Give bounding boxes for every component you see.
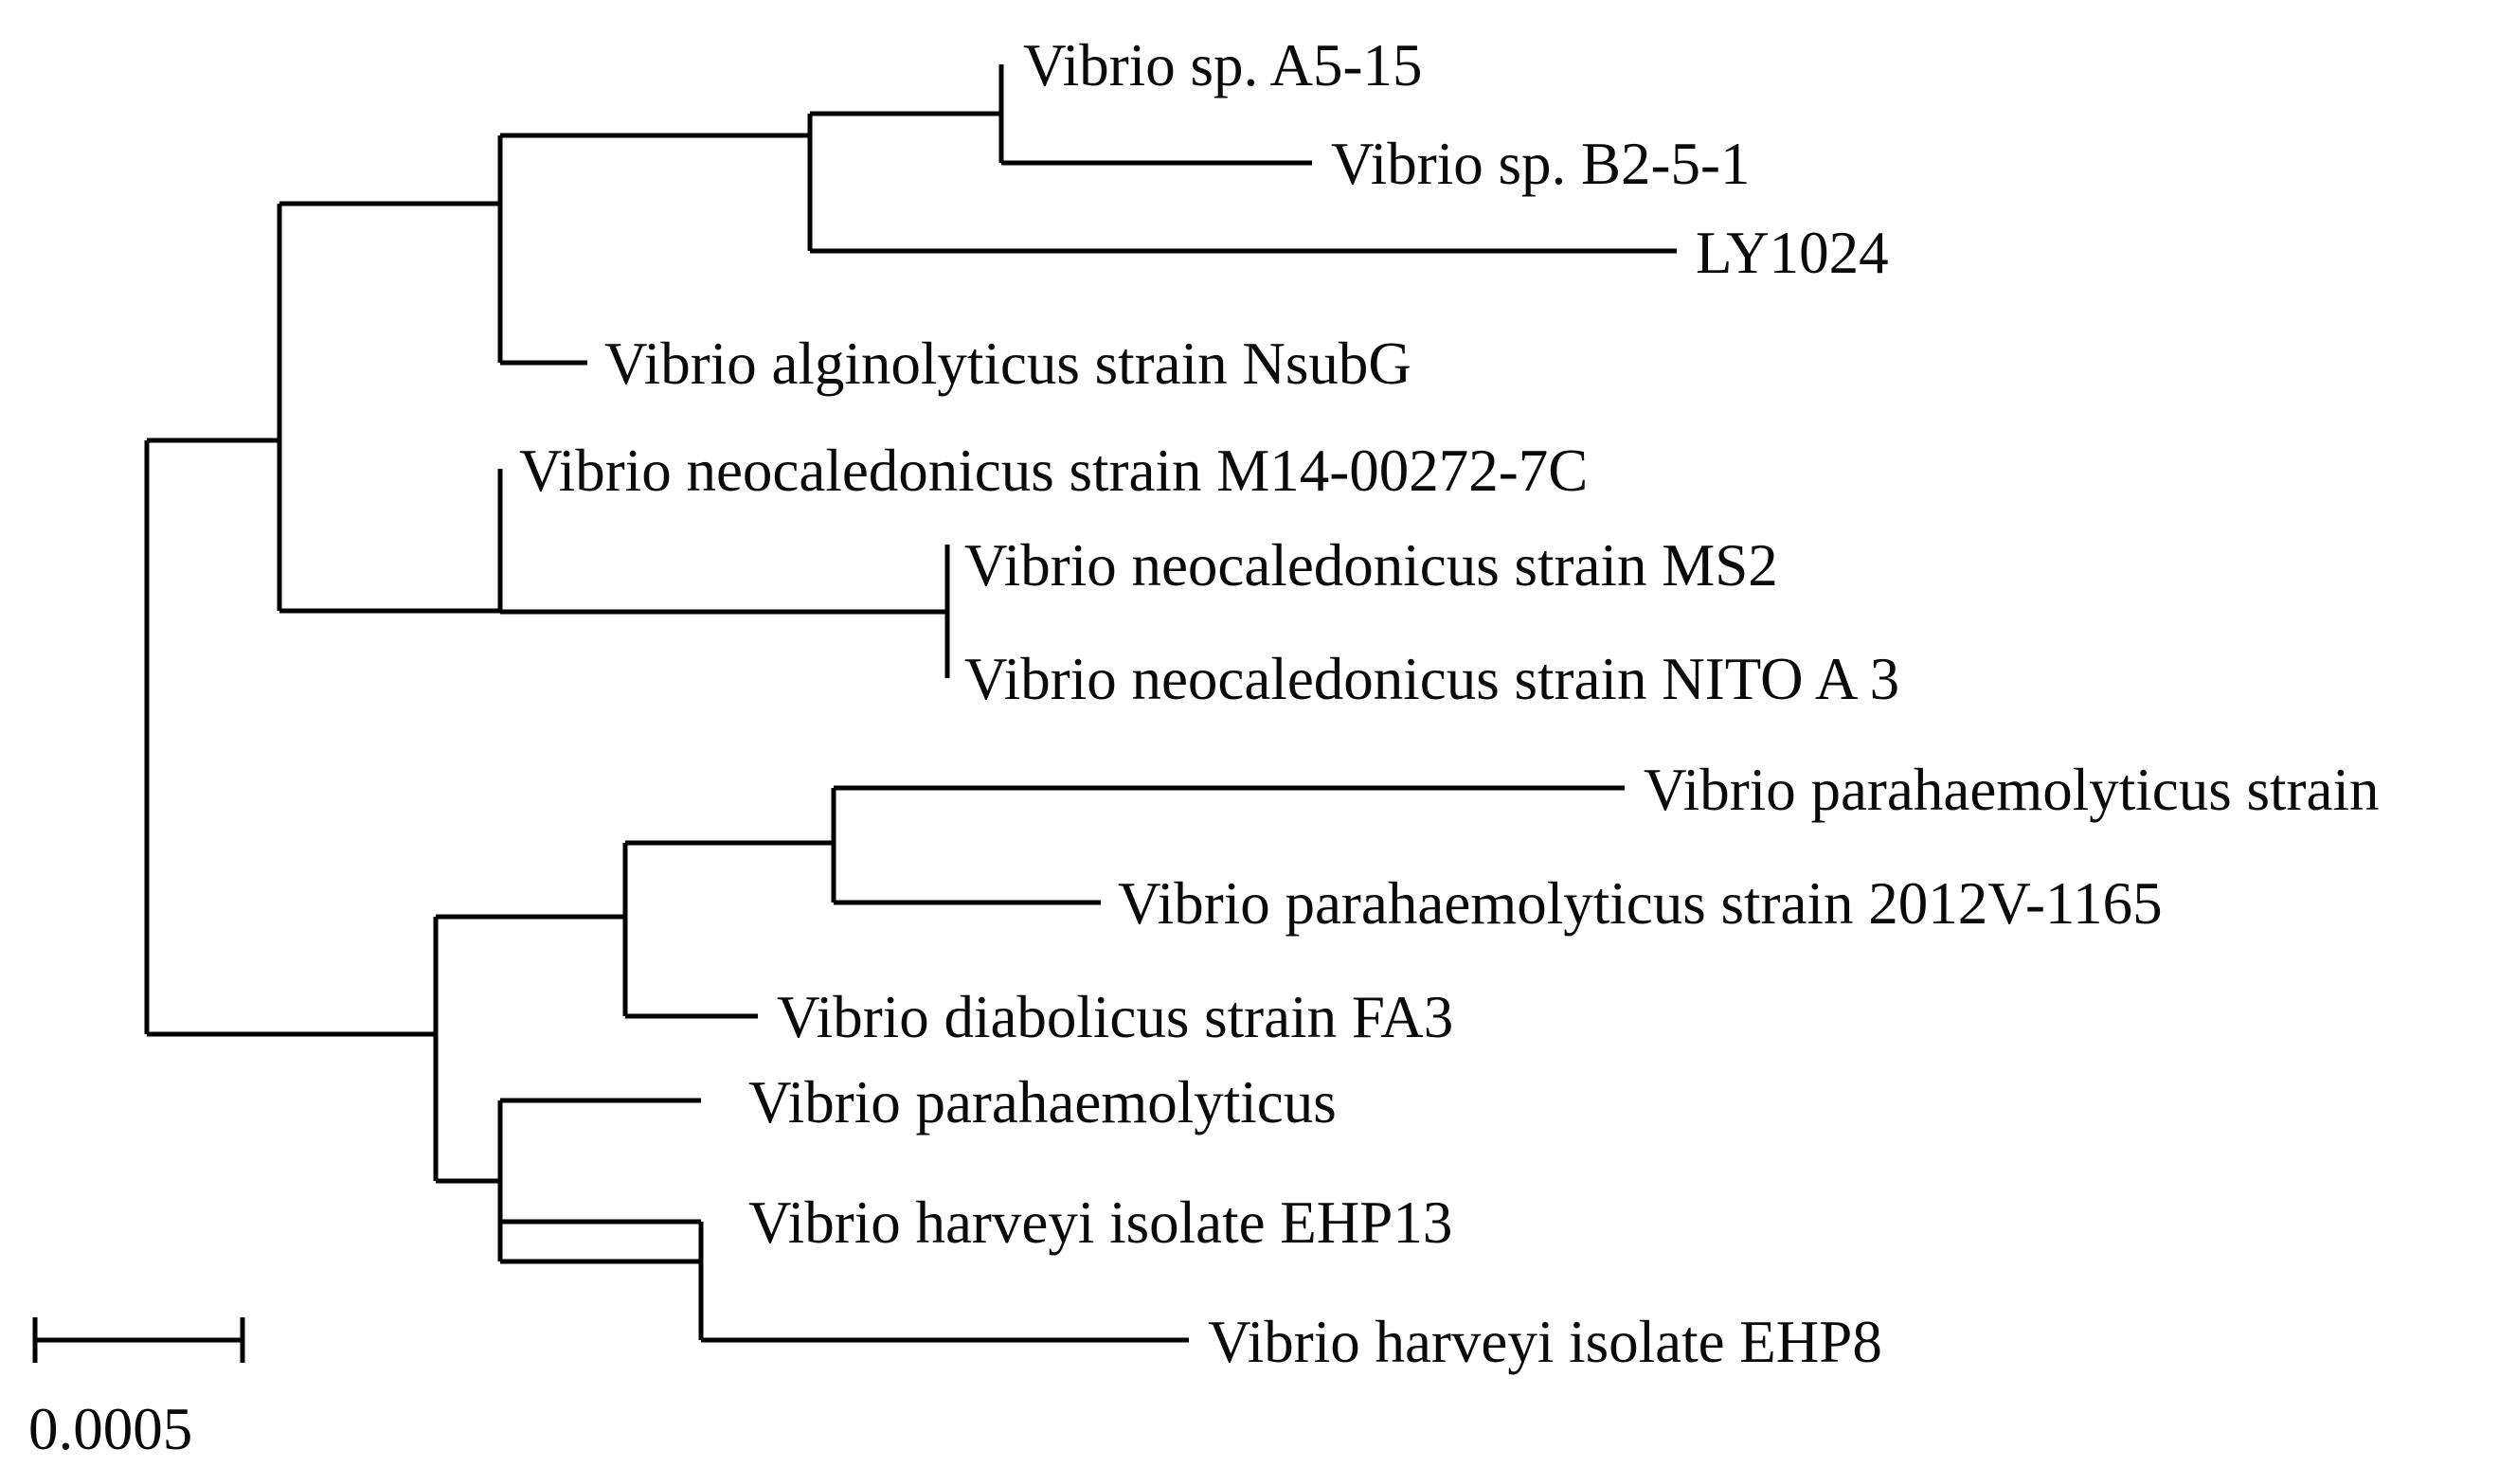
scale-bar: 0.0005 [28, 1317, 245, 1462]
taxon-label-nsubg: Vibrio alginolyticus strain NsubG [604, 331, 1411, 397]
taxon-label-a5-15: Vibrio sp. A5-15 [1023, 32, 1422, 98]
taxon-label-ehp13: Vibrio harveyi isolate EHP13 [748, 1189, 1452, 1256]
taxon-label-ly1024: LY1024 [1696, 220, 1889, 286]
taxon-label-ms2: Vibrio neocaledonicus strain MS2 [964, 532, 1778, 599]
taxon-label-vp-2012v: Vibrio parahaemolyticus strain 2012V-116… [1118, 870, 2163, 937]
taxon-label-m14: Vibrio neocaledonicus strain M14-00272-7… [519, 438, 1588, 504]
scale-bar-label: 0.0005 [28, 1396, 192, 1462]
taxon-label-fa3: Vibrio diabolicus strain FA3 [777, 984, 1453, 1050]
tree-branches [144, 64, 1677, 1343]
taxon-label-vp: Vibrio parahaemolyticus [748, 1069, 1337, 1135]
taxon-label-nito: Vibrio neocaledonicus strain NITO A 3 [964, 646, 1899, 712]
taxon-label-b2-5-1: Vibrio sp. B2-5-1 [1331, 131, 1750, 197]
taxon-label-ehp8: Vibrio harveyi isolate EHP8 [1208, 1309, 1882, 1375]
taxon-label-vp-strain: Vibrio parahaemolyticus strain [1644, 757, 2380, 823]
